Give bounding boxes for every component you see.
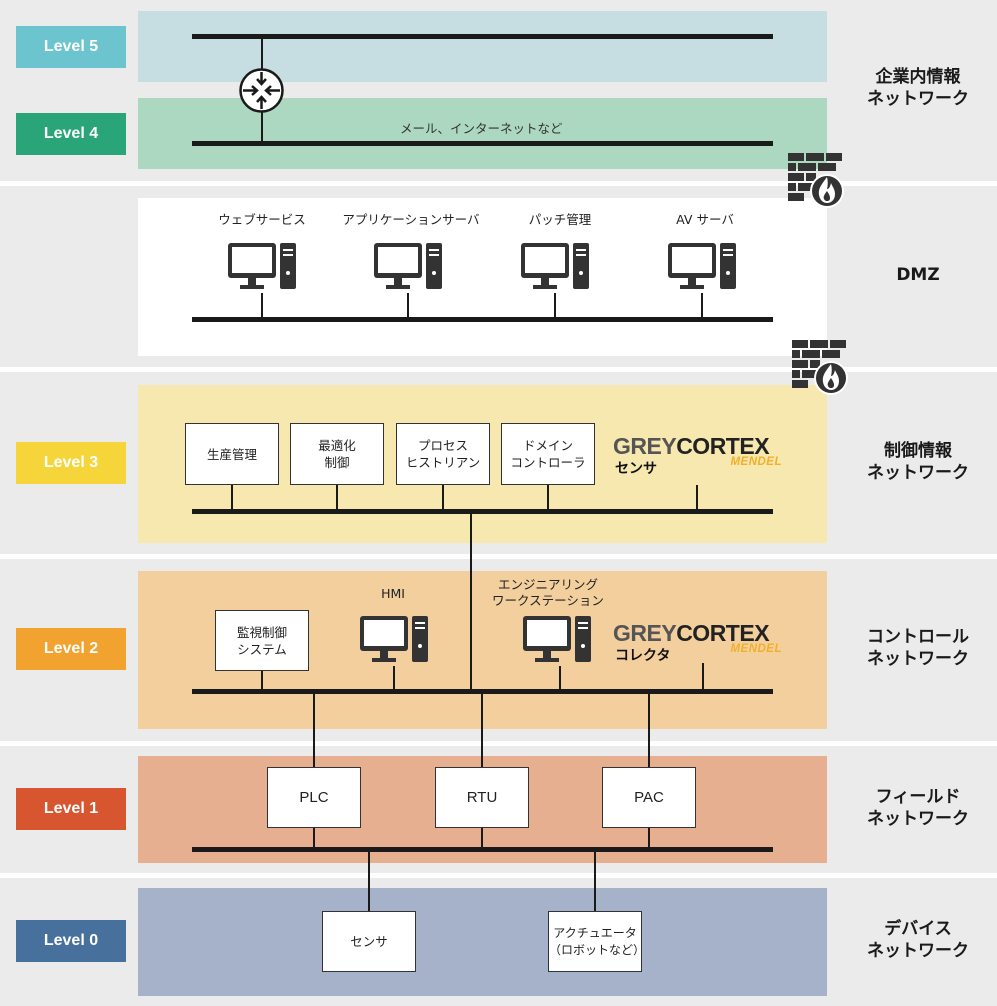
- pac-box: PAC: [602, 767, 696, 828]
- level2-drop: [559, 666, 561, 690]
- level3-box: プロセス ヒストリアン: [396, 423, 490, 485]
- logo-grey: GREY: [613, 433, 677, 459]
- scada-box: 監視制御 システム: [215, 610, 309, 671]
- level2-drop: [702, 663, 704, 690]
- level3-drop: [442, 485, 444, 510]
- level3-to-level2-link: [470, 512, 472, 690]
- collector-label: コレクタ: [615, 648, 671, 664]
- firewall-icon: [792, 340, 848, 395]
- bus-level5: [192, 34, 773, 39]
- dmz-drop: [407, 293, 409, 318]
- network-name-device: デバイス ネットワーク: [867, 919, 969, 961]
- level-2-badge: Level 2: [16, 628, 126, 670]
- level1-to-level0-link: [594, 850, 596, 912]
- computer-icon: [228, 243, 296, 289]
- logo-cortex: CORTEX: [676, 433, 770, 459]
- dmz-drop: [554, 293, 556, 318]
- bus-level3: [192, 509, 773, 514]
- dmz-drop: [261, 293, 263, 318]
- bus-level2: [192, 689, 773, 694]
- logo-cortex: CORTEX: [676, 620, 770, 646]
- level3-drop: [696, 485, 698, 510]
- computer-icon: [360, 616, 428, 662]
- level2-to-level1-link: [481, 692, 483, 768]
- level2-to-level1-link: [648, 692, 650, 768]
- level3-box: 最適化 制御: [290, 423, 384, 485]
- level1-drop: [648, 828, 650, 848]
- level1-to-level0-link: [368, 850, 370, 912]
- level-1-badge: Level 1: [16, 788, 126, 830]
- network-name-dmz: DMZ: [896, 265, 940, 285]
- level3-drop: [336, 485, 338, 510]
- level3-drop: [547, 485, 549, 510]
- level1-drop: [481, 828, 483, 848]
- level2-drop: [261, 671, 263, 690]
- bus-level1: [192, 847, 773, 852]
- sensor-label: センサ: [615, 461, 657, 477]
- network-name-enterprise: 企業内情報 ネットワーク: [867, 67, 969, 109]
- firewall-icon: [788, 153, 844, 208]
- greycortex-collector-logo: GREYCORTEX MENDEL コレクタ: [613, 620, 788, 680]
- logo-mendel: MENDEL: [730, 643, 782, 655]
- level-0-badge: Level 0: [16, 920, 126, 962]
- level3-box: 生産管理: [185, 423, 279, 485]
- greycortex-sensor-logo: GREYCORTEX MENDEL センサ: [613, 433, 788, 493]
- dmz-server-label: AV サーバ: [676, 212, 734, 227]
- rtu-box: RTU: [435, 767, 529, 828]
- logo-mendel: MENDEL: [730, 456, 782, 468]
- panel-level0: [138, 888, 827, 996]
- sensor-box: センサ: [322, 911, 416, 972]
- plc-box: PLC: [267, 767, 361, 828]
- network-name-control: コントロール ネットワーク: [867, 627, 969, 669]
- computer-icon: [521, 243, 589, 289]
- bus-level4: [192, 141, 773, 146]
- actuator-box: アクチュエータ （ロボットなど）: [548, 911, 645, 972]
- dmz-server-label: ウェブサービス: [218, 212, 306, 227]
- computer-icon: [523, 616, 591, 662]
- level-5-badge: Level 5: [16, 26, 126, 68]
- network-name-field: フィールド ネットワーク: [867, 787, 969, 829]
- network-name-control-info: 制御情報 ネットワーク: [867, 441, 969, 483]
- computer-icon: [668, 243, 736, 289]
- dmz-drop: [701, 293, 703, 318]
- level-4-badge: Level 4: [16, 113, 126, 155]
- level3-box: ドメイン コントローラ: [501, 423, 595, 485]
- engineering-workstation-label: エンジニアリング ワークステーション: [492, 577, 604, 608]
- dmz-server-label: パッチ管理: [528, 212, 592, 227]
- hmi-label: HMI: [381, 586, 405, 601]
- level-3-badge: Level 3: [16, 442, 126, 484]
- logo-grey: GREY: [613, 620, 677, 646]
- router-icon: [239, 68, 284, 113]
- level3-drop: [231, 485, 233, 510]
- bus-dmz: [192, 317, 773, 322]
- level1-drop: [313, 828, 315, 848]
- computer-icon: [374, 243, 442, 289]
- level2-drop: [393, 666, 395, 690]
- level2-to-level1-link: [313, 692, 315, 768]
- dmz-server-label: アプリケーションサーバ: [342, 212, 480, 227]
- enterprise-bus-label: メール、インターネットなど: [400, 121, 563, 136]
